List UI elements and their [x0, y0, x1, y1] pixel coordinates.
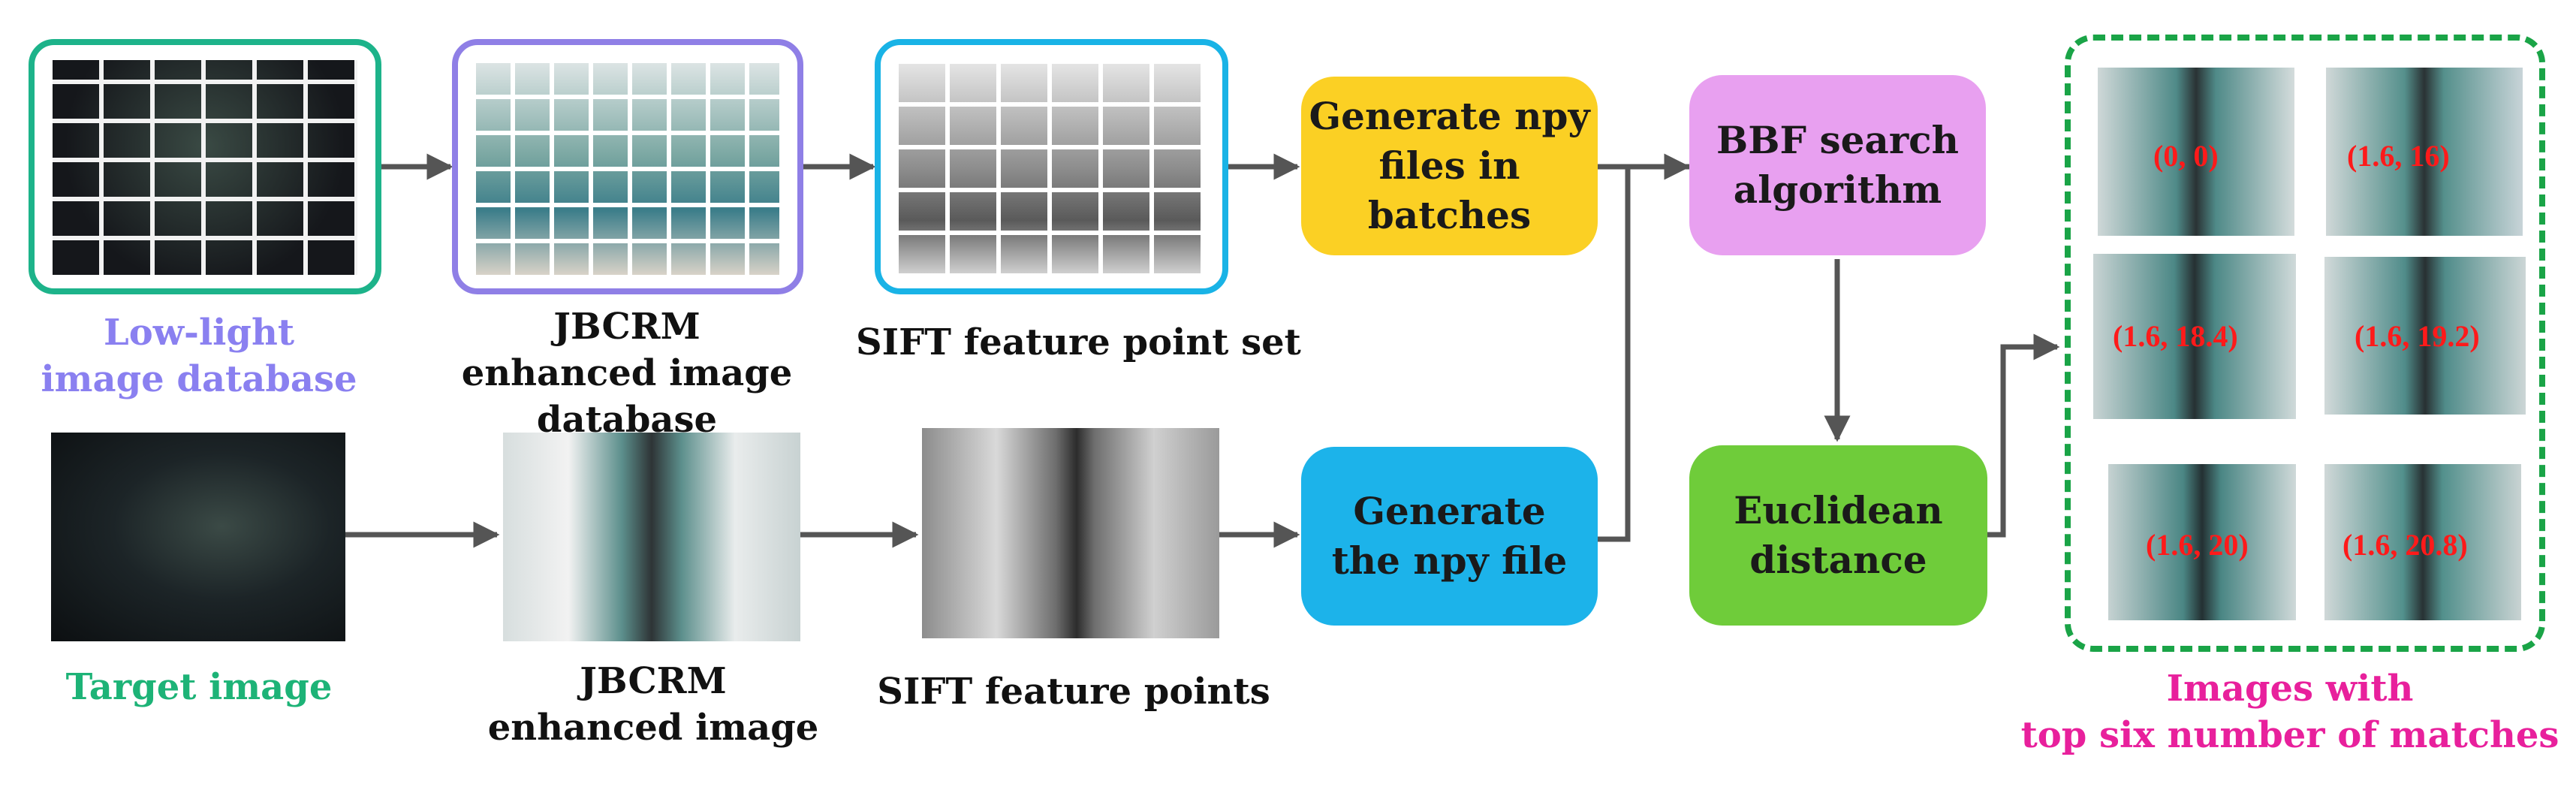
match-image-6 [2324, 464, 2521, 620]
match-image-3 [2093, 254, 2296, 419]
sift-set-frame [875, 39, 1228, 294]
target-image [51, 433, 345, 641]
sift-feature-grid [899, 62, 1204, 273]
jbcrm-enhanced-image-grid [476, 60, 779, 275]
match-label-1: (0, 0) [2153, 139, 2219, 173]
generate-npy-batches-box: Generate npy files in batches [1301, 77, 1598, 255]
bbf-search-box: BBF search algorithm [1689, 75, 1986, 255]
low-light-database-frame [29, 39, 381, 294]
caption-sift-points: SIFT feature points [877, 671, 1270, 713]
match-label-3: (1.6, 18.4) [2113, 319, 2238, 353]
match-label-2: (1.6, 16) [2347, 139, 2450, 173]
jbcrm-enhanced-image [503, 433, 800, 641]
arrow-npy-to-merge [1598, 167, 1631, 542]
euclidean-distance-box: Euclidean distance [1689, 445, 1987, 626]
match-image-4 [2324, 257, 2526, 415]
caption-low-light-database: Low-light image database [41, 312, 357, 400]
caption-target-image: Target image [65, 666, 333, 708]
jbcrm-database-frame [452, 39, 803, 294]
match-label-4: (1.6, 19.2) [2355, 319, 2480, 353]
low-light-image-grid [53, 60, 357, 275]
generate-npy-file-box: Generate the npy file [1301, 447, 1598, 626]
match-image-1 [2098, 68, 2294, 236]
caption-jbcrm-database: JBCRM enhanced image database [461, 306, 793, 441]
caption-results: Images with top six number of matches [2020, 668, 2559, 756]
match-image-5 [2108, 464, 2296, 620]
match-image-2 [2326, 68, 2523, 236]
sift-feature-points-image [922, 428, 1219, 638]
match-label-5: (1.6, 20) [2146, 528, 2249, 562]
caption-sift-set: SIFT feature point set [856, 321, 1301, 363]
arrow-euclidean-to-results [1987, 333, 2060, 538]
results-frame: (0, 0) (1.6, 16) (1.6, 18.4) (1.6, 19.2)… [2065, 35, 2545, 652]
caption-jbcrm-image: JBCRM enhanced image [487, 660, 819, 749]
match-label-6: (1.6, 20.8) [2343, 528, 2468, 562]
